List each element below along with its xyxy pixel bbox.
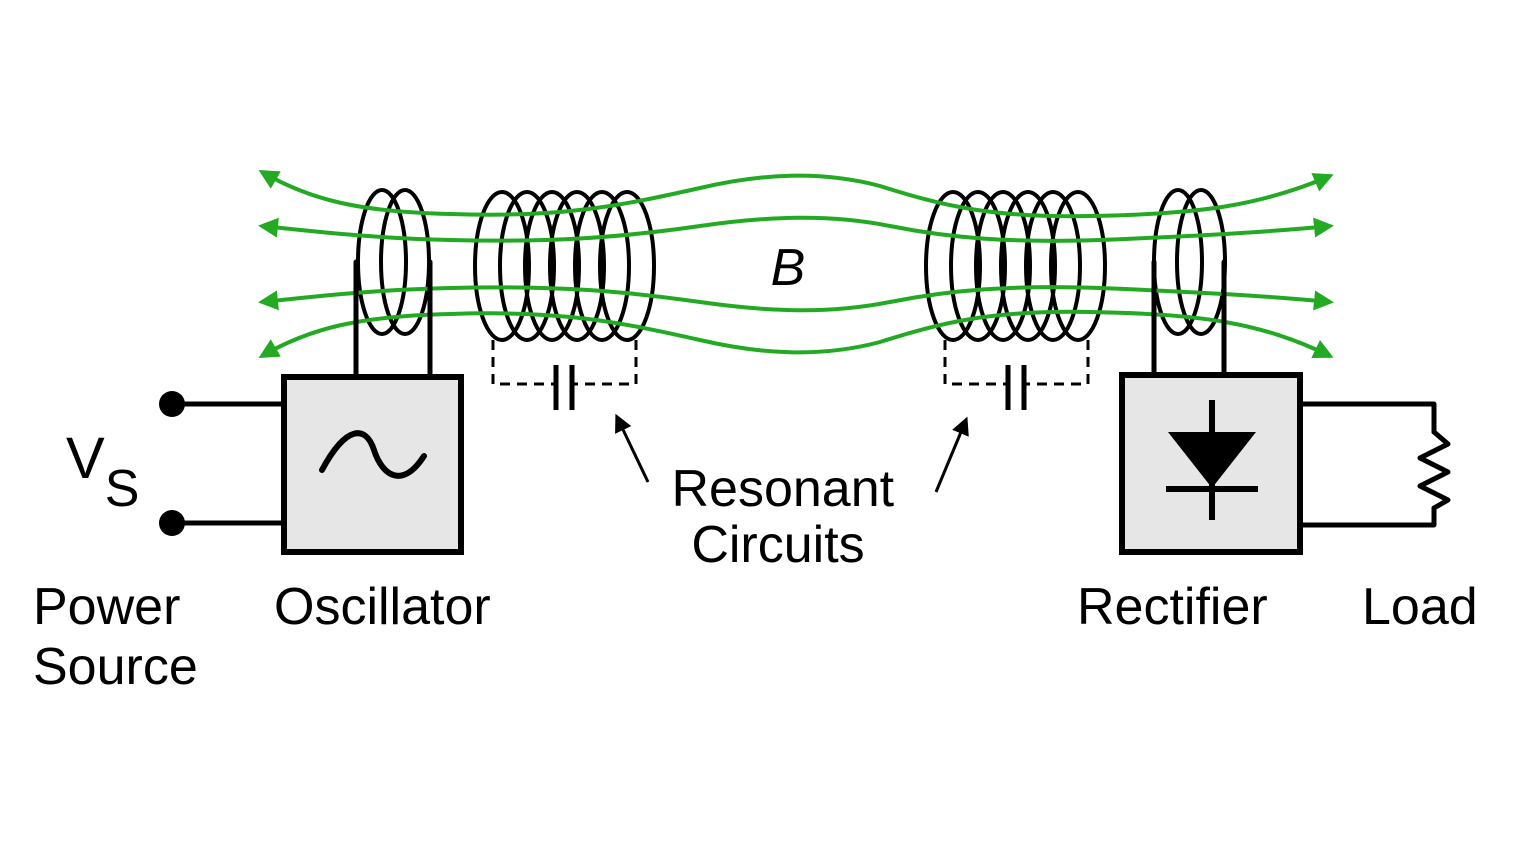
receive-capacitor	[943, 340, 1090, 410]
field-line-1	[258, 169, 1334, 219]
transmit-capacitor	[491, 340, 638, 410]
oscillator-label: Oscillator	[274, 578, 491, 636]
resonant-pointer-arrows	[615, 413, 969, 493]
resistor-icon	[1417, 429, 1451, 511]
resonant-circuits-label: Resonant Circuits	[671, 460, 908, 574]
power-source-terminals	[159, 391, 287, 536]
load-circuit	[1297, 401, 1451, 528]
vs-label: VS	[66, 426, 139, 518]
field-line-4	[258, 309, 1334, 359]
rectifier-block	[1119, 259, 1303, 555]
sine-wave-icon	[319, 430, 427, 479]
rectifier-label: Rectifier	[1077, 578, 1268, 636]
field-line-2	[258, 215, 1334, 243]
magnetic-field-lines	[258, 169, 1334, 359]
field-line-3	[258, 285, 1334, 313]
oscillator-block	[281, 259, 464, 555]
diode-icon	[1166, 400, 1258, 520]
field-label-b: B	[771, 239, 806, 297]
load-label: Load	[1362, 578, 1478, 636]
power-source-label: Power Source	[33, 578, 198, 696]
